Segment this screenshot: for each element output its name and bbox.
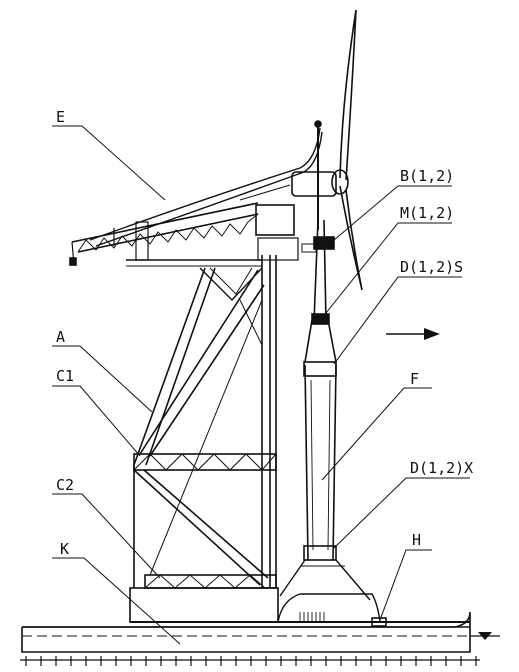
svg-text:A: A — [56, 328, 65, 346]
svg-text:K: K — [60, 540, 69, 558]
wind-turbine-tower — [279, 219, 387, 627]
svg-text:H: H — [412, 531, 421, 549]
platform-tower — [129, 255, 279, 623]
waterline-triangle-icon — [470, 632, 500, 640]
label-M: M(1,2) — [321, 204, 454, 319]
label-E: E — [52, 108, 166, 201]
label-A: A — [52, 328, 153, 413]
svg-text:E: E — [56, 108, 65, 126]
label-F: F — [321, 370, 432, 481]
crane-boom — [69, 127, 323, 267]
svg-text:B(1,2): B(1,2) — [400, 167, 454, 185]
svg-text:M(1,2): M(1,2) — [400, 204, 454, 222]
label-H: H — [379, 531, 432, 621]
scale-ruler — [20, 656, 480, 666]
barge-hull — [21, 593, 471, 653]
label-K: K — [52, 540, 181, 645]
svg-text:C1: C1 — [56, 367, 74, 385]
right-arrow-icon — [386, 328, 440, 340]
label-C1: C1 — [52, 367, 141, 457]
svg-text:C2: C2 — [56, 476, 74, 494]
svg-text:F: F — [410, 370, 419, 388]
label-C2: C2 — [52, 476, 161, 579]
label-DS: D(1,2)S — [333, 258, 463, 365]
label-DX: D(1,2)X — [333, 459, 473, 549]
turbine-rotor — [291, 9, 363, 291]
svg-text:D(1,2)S: D(1,2)S — [400, 258, 463, 276]
svg-text:D(1,2)X: D(1,2)X — [410, 459, 473, 477]
label-B: B(1,2) — [333, 167, 454, 241]
